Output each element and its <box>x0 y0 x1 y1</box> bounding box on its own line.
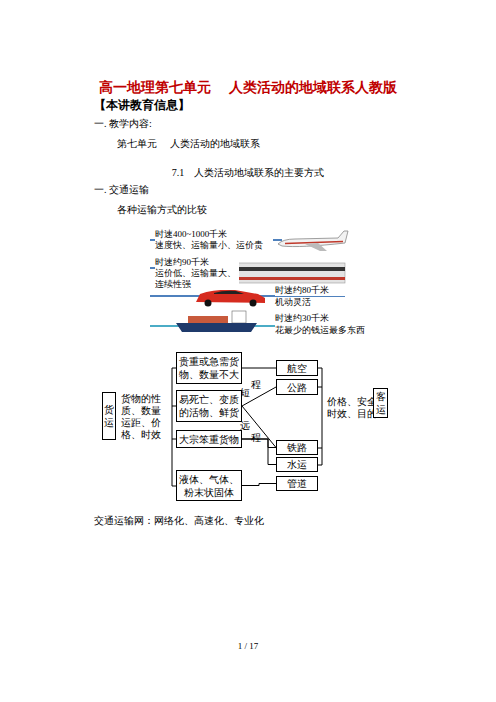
bracket-line <box>318 465 322 466</box>
airplane-wing <box>305 243 327 251</box>
cargo-box: 贵重或急需货物、数量不大 <box>176 352 242 384</box>
feature-note: 机动灵活 <box>275 297 365 308</box>
feature-note: 速度快、运输量小、运价贵 <box>155 240 273 251</box>
mode-box: 水运 <box>276 457 318 472</box>
cargo-box: 易死亡、变质的活物、鲜货 <box>176 390 242 422</box>
distance-char: 程 <box>251 432 263 444</box>
cargo-box: 液体、气体、粉末状固体 <box>176 470 242 501</box>
ship-bridge <box>232 311 246 323</box>
train-body <box>224 263 345 283</box>
bracket-line <box>318 368 322 369</box>
outline-item: 第七单元 人类活动的地域联系 <box>117 138 367 150</box>
outline-item: 一. 交通运输 <box>94 184 294 196</box>
car-wheel <box>250 300 257 307</box>
node-text: 水运 <box>287 458 307 471</box>
page-number: 1 / 17 <box>198 641 298 652</box>
node-text: 航空 <box>287 362 307 375</box>
node-text: 贵重或急需货物、数量不大 <box>177 355 241 381</box>
node-text: 公路 <box>287 381 307 394</box>
mode-box: 管道 <box>276 476 318 491</box>
node-text: 管道 <box>287 477 307 490</box>
node-text: 客运 <box>374 390 387 416</box>
car-window <box>214 291 244 294</box>
node-text: 铁路 <box>287 441 307 454</box>
cargo-box: 大宗笨重货物 <box>176 430 242 448</box>
speed-note: 时速约80千米 <box>275 285 365 296</box>
bracket-line <box>318 387 322 388</box>
category-box: 货运 <box>102 392 116 440</box>
airplane-stripe <box>285 242 343 244</box>
page-title: 高一地理第七单元 人类活动的地域联系人教版 <box>0 80 496 96</box>
train-stripe <box>226 277 345 280</box>
factor-text: 价格、安全时效、目的 <box>327 396 379 420</box>
bracket-line <box>318 448 322 449</box>
summary-text: 交通运输网：网络化、高速化、专业化 <box>94 515 394 527</box>
speed-note: 时速400~1000千米 <box>155 229 273 240</box>
factor-text: 货物的性质、数量运距、价格、时效 <box>121 393 163 441</box>
outline-item: 一. 教学内容: <box>94 118 294 130</box>
speed-note: 时速约90千米 <box>155 257 239 268</box>
section-heading: 【本讲教育信息】 <box>94 98 294 112</box>
car-wheel <box>205 300 212 307</box>
ship-hull <box>176 323 257 332</box>
train-windows <box>226 267 345 271</box>
mode-box: 铁路 <box>276 440 318 455</box>
speed-note: 时速约30千米 <box>275 313 385 324</box>
bracket-line <box>172 368 173 486</box>
feature-note: 花最少的钱运最多东西 <box>275 325 385 336</box>
node-text: 大宗笨重货物 <box>179 433 239 446</box>
category-box: 客运 <box>373 388 388 418</box>
node-text: 易死亡、变质的活物、鲜货 <box>177 393 241 419</box>
distance-char: 程 <box>251 379 263 391</box>
connector-line <box>242 368 276 369</box>
outline-item: 各种运输方式的比较 <box>117 204 317 216</box>
connector-line <box>242 484 276 486</box>
mode-box: 航空 <box>276 360 318 376</box>
feature-note: 运价低、运输量大、连续性强 <box>155 268 239 290</box>
node-text: 货运 <box>103 403 115 429</box>
ship-cargo <box>188 316 228 323</box>
section-title: 7.1 人类活动地域联系的主要方式 <box>128 167 368 179</box>
mode-box: 公路 <box>276 379 318 395</box>
bracket-line <box>322 368 323 465</box>
node-text: 液体、气体、粉末状固体 <box>177 473 241 499</box>
